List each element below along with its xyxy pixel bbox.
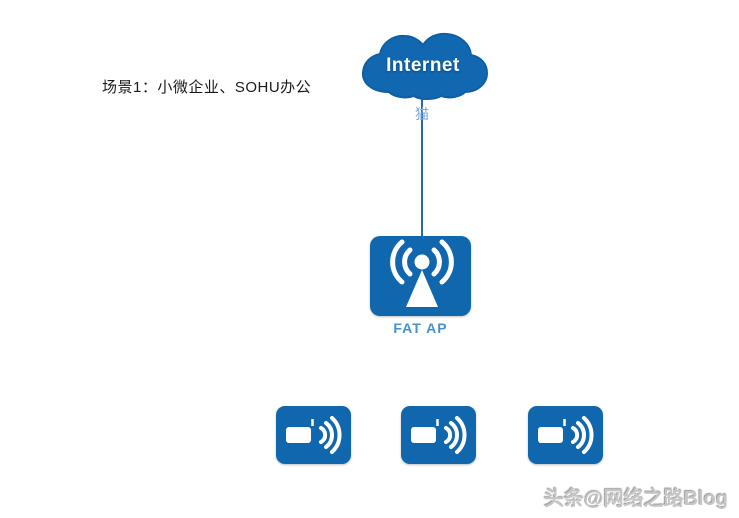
wireless-client-icon bbox=[528, 406, 603, 464]
wireless-client-node bbox=[401, 406, 476, 464]
fat-ap-node bbox=[370, 236, 471, 316]
internet-cloud: Internet bbox=[356, 31, 490, 101]
wireless-client-icon bbox=[401, 406, 476, 464]
fat-ap-label: FAT AP bbox=[393, 320, 448, 336]
modem-label: 猫 bbox=[415, 106, 429, 122]
wireless-client-node bbox=[276, 406, 351, 464]
wireless-client-icon bbox=[276, 406, 351, 464]
scene-title: 场景1：小微企业、SOHU办公 bbox=[102, 79, 312, 96]
cloud-icon bbox=[356, 31, 490, 101]
cloud-to-ap-link bbox=[421, 99, 423, 236]
wireless-client-node bbox=[528, 406, 603, 464]
internet-label: Internet bbox=[386, 55, 460, 76]
wireless-ap-tower-icon bbox=[370, 236, 471, 316]
watermark-text: 头条@网络之路Blog bbox=[544, 488, 728, 510]
